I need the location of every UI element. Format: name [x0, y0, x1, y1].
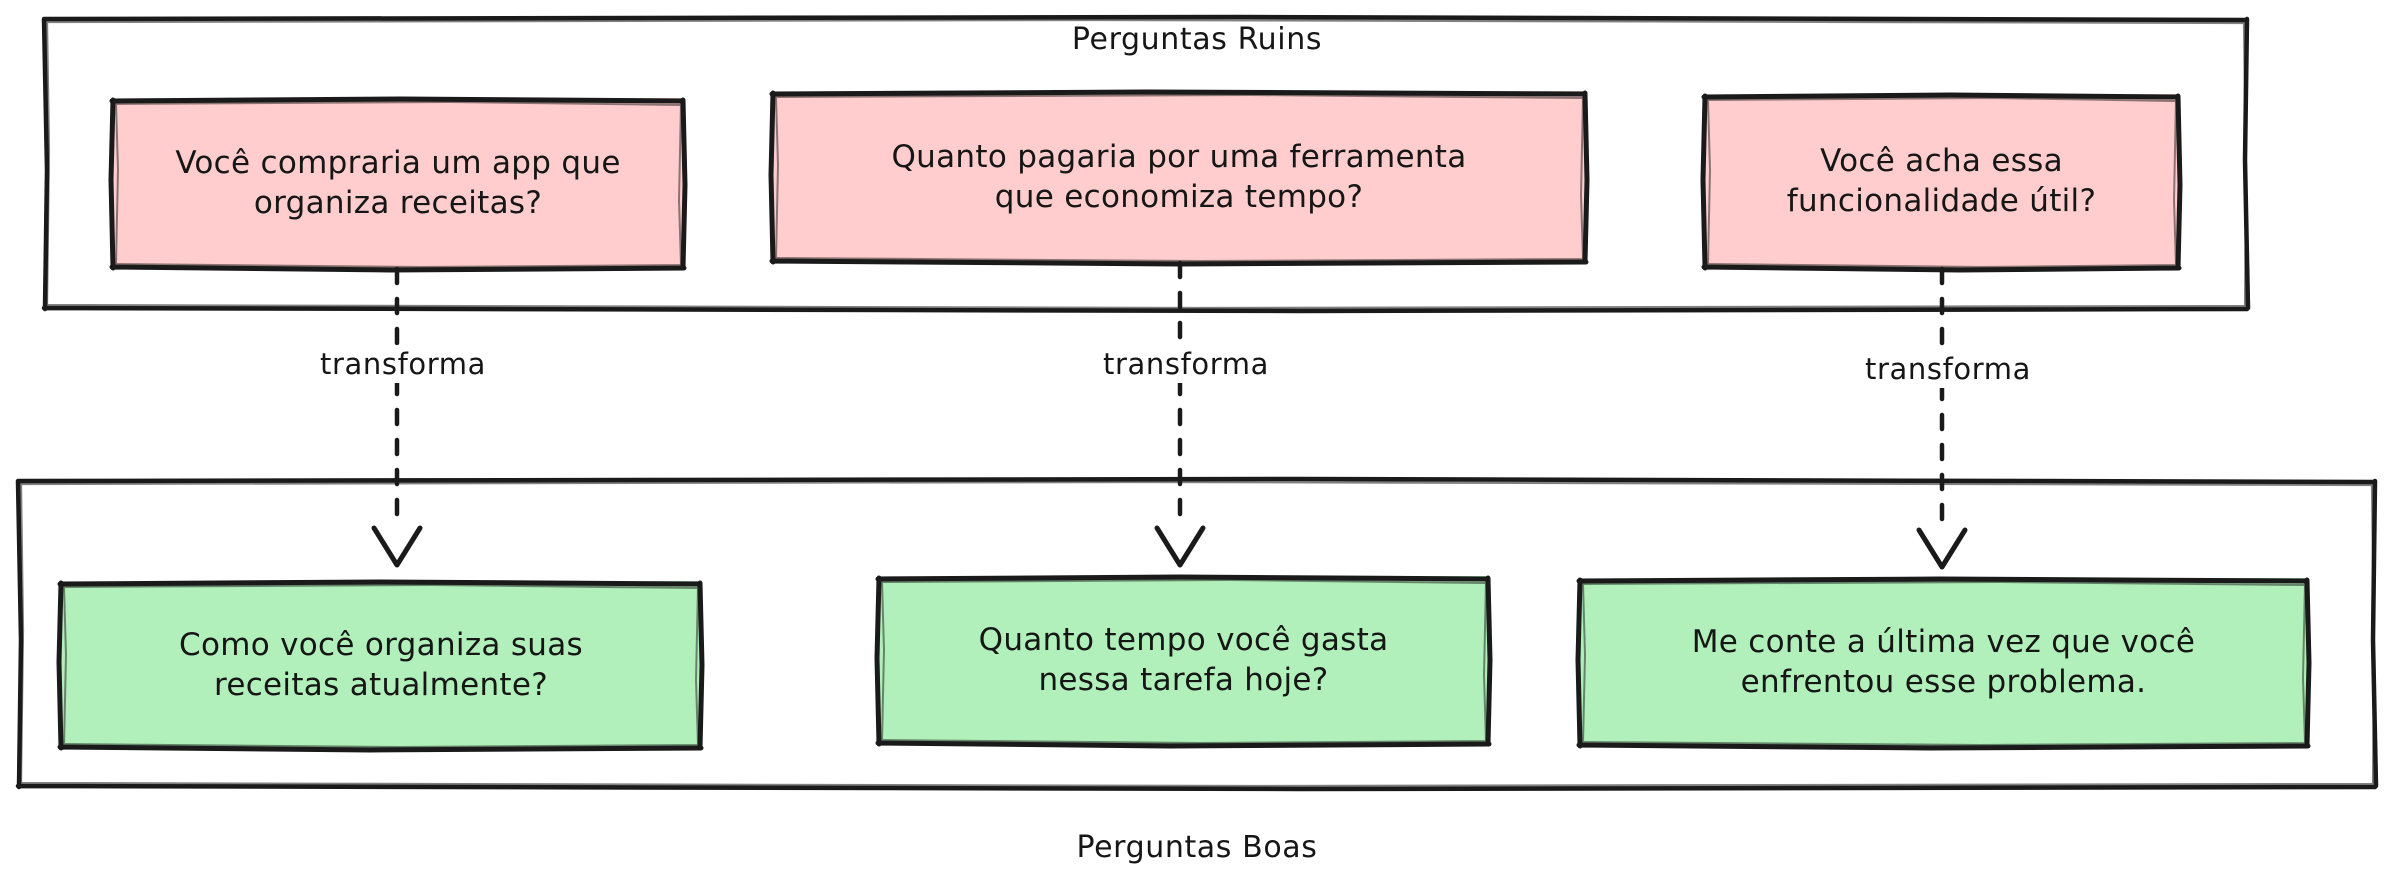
cluster-title-perguntas-ruins: Perguntas Ruins	[1071, 22, 1323, 57]
node-good-2-label: Quanto tempo você gasta nessa tarefa hoj…	[978, 622, 1389, 698]
edge-1-line	[371, 266, 423, 568]
edge-3-label: transforma	[1822, 350, 2074, 388]
node-good-1-label: Como você organiza suas receitas atualme…	[179, 626, 583, 703]
cluster-title-perguntas-boas: Perguntas Boas	[1076, 830, 1318, 865]
node-good-1-shape	[56, 579, 705, 753]
edge-2-label: transforma	[1060, 345, 1312, 383]
node-bad-1-label: Você compraria um app que organiza recei…	[175, 145, 621, 221]
node-good-2-shape	[874, 574, 1493, 749]
node-bad-2-label: Quanto pagaria por uma ferramenta que ec…	[891, 139, 1467, 215]
edge-2-line	[1154, 260, 1206, 568]
node-bad-1-shape	[108, 96, 688, 273]
edge-3-line	[1916, 266, 1968, 570]
edge-1-label: transforma	[277, 345, 529, 383]
node-bad-3-label: Você acha essa funcionalidade útil?	[1786, 143, 2097, 219]
cluster-perguntas-ruins-border	[41, 14, 2251, 314]
node-good-3-label: Me conte a última vez que você enfrentou…	[1691, 624, 2196, 700]
cluster-perguntas-boas-border	[15, 476, 2379, 792]
node-bad-3-shape	[1700, 92, 2183, 273]
node-bad-2-shape	[768, 89, 1590, 267]
node-good-3-shape	[1575, 576, 2312, 751]
